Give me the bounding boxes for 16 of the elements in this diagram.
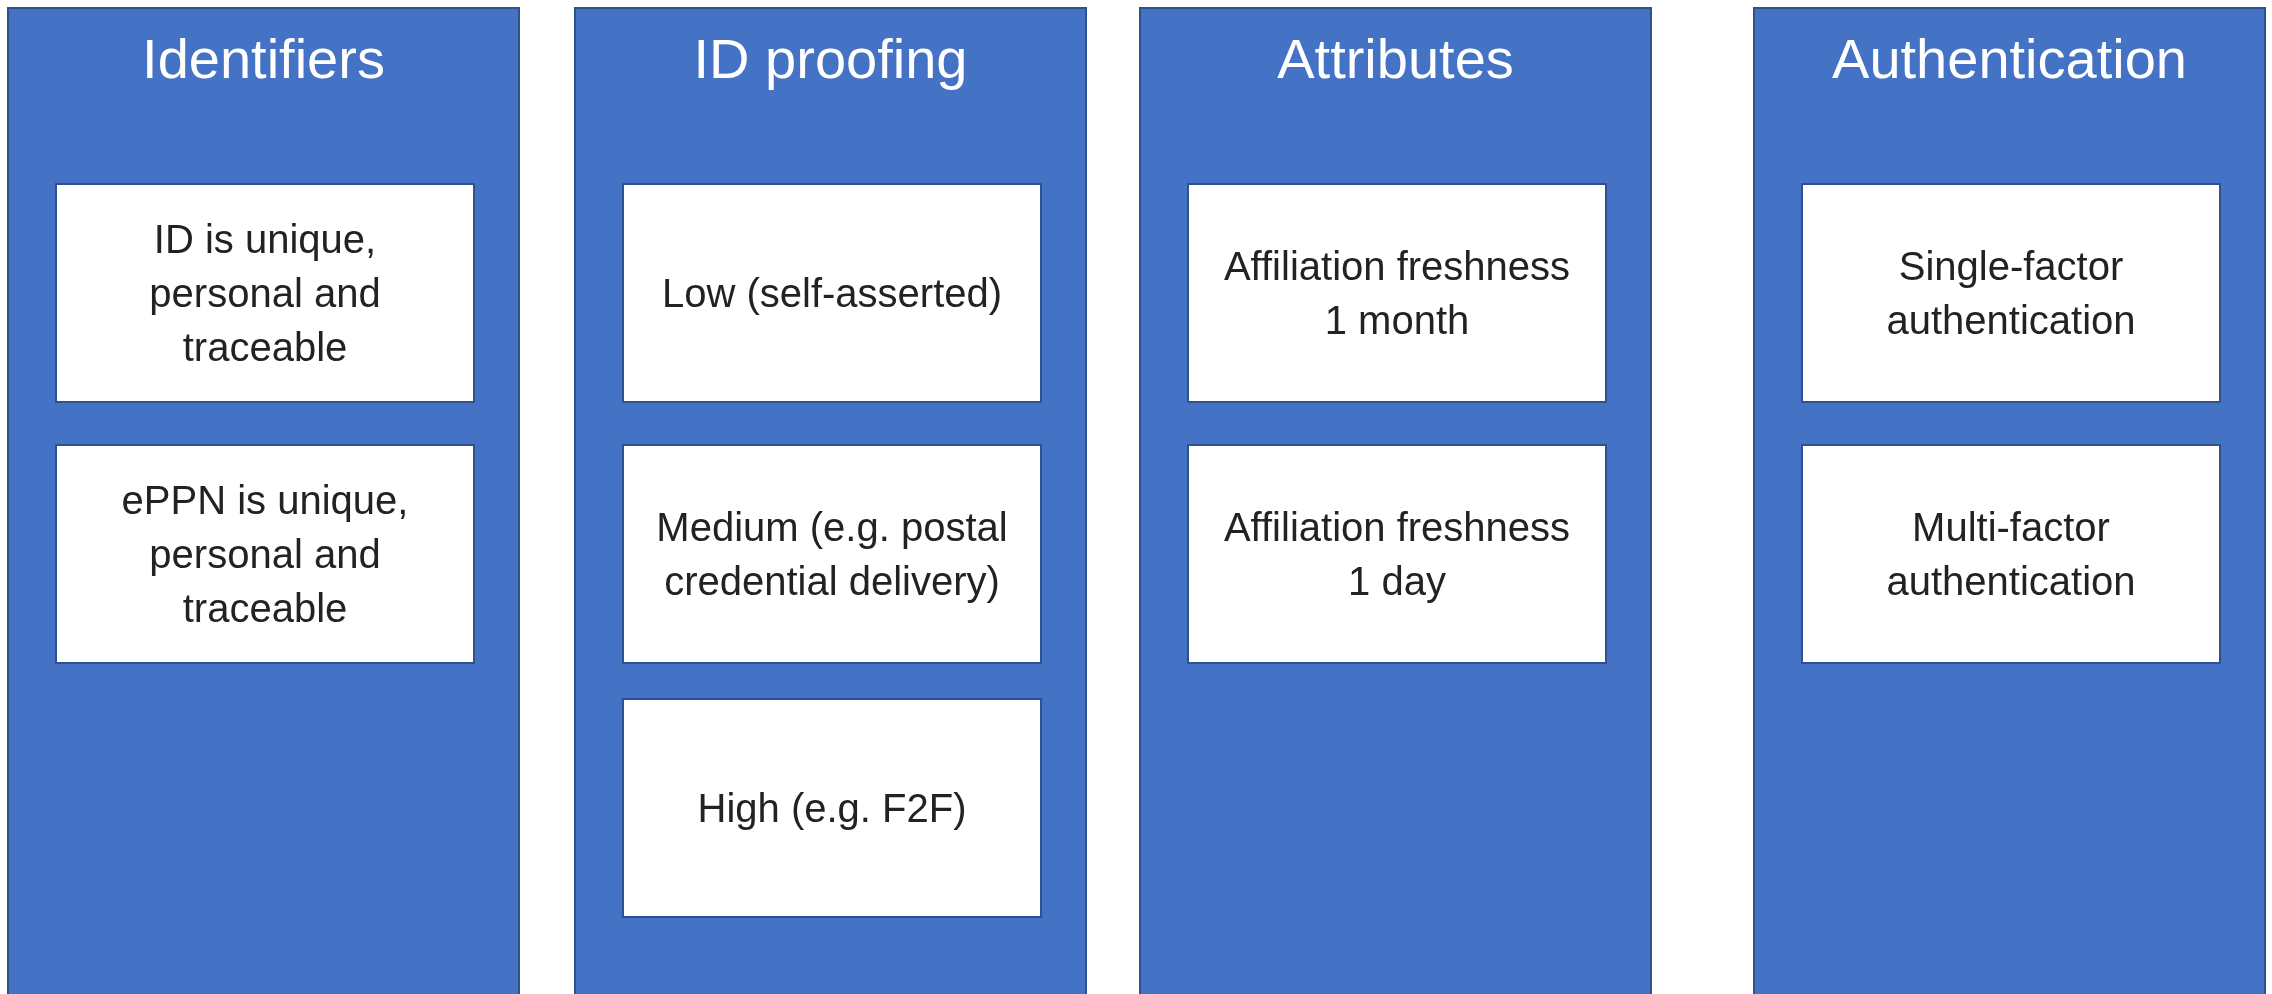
text-box: High (e.g. F2F): [622, 698, 1042, 918]
column-heading: Attributes: [1276, 31, 1515, 87]
text-box: ID is unique, personal and traceable: [55, 183, 475, 403]
column-heading: Authentication: [1831, 31, 2188, 87]
column-heading: Identifiers: [141, 31, 386, 87]
text-box: Affiliation freshness 1 month: [1187, 183, 1607, 403]
text-box: Single-factor authentication: [1801, 183, 2221, 403]
column-panel: [7, 7, 520, 994]
column-panel: [574, 7, 1087, 994]
text-box: Low (self-asserted): [622, 183, 1042, 403]
text-box: Affiliation freshness 1 day: [1187, 444, 1607, 664]
column-panel: [1753, 7, 2266, 994]
text-box: Medium (e.g. postal credential delivery): [622, 444, 1042, 664]
text-box: Multi-factor authentication: [1801, 444, 2221, 664]
text-box: ePPN is unique, personal and traceable: [55, 444, 475, 664]
column-panel: [1139, 7, 1652, 994]
